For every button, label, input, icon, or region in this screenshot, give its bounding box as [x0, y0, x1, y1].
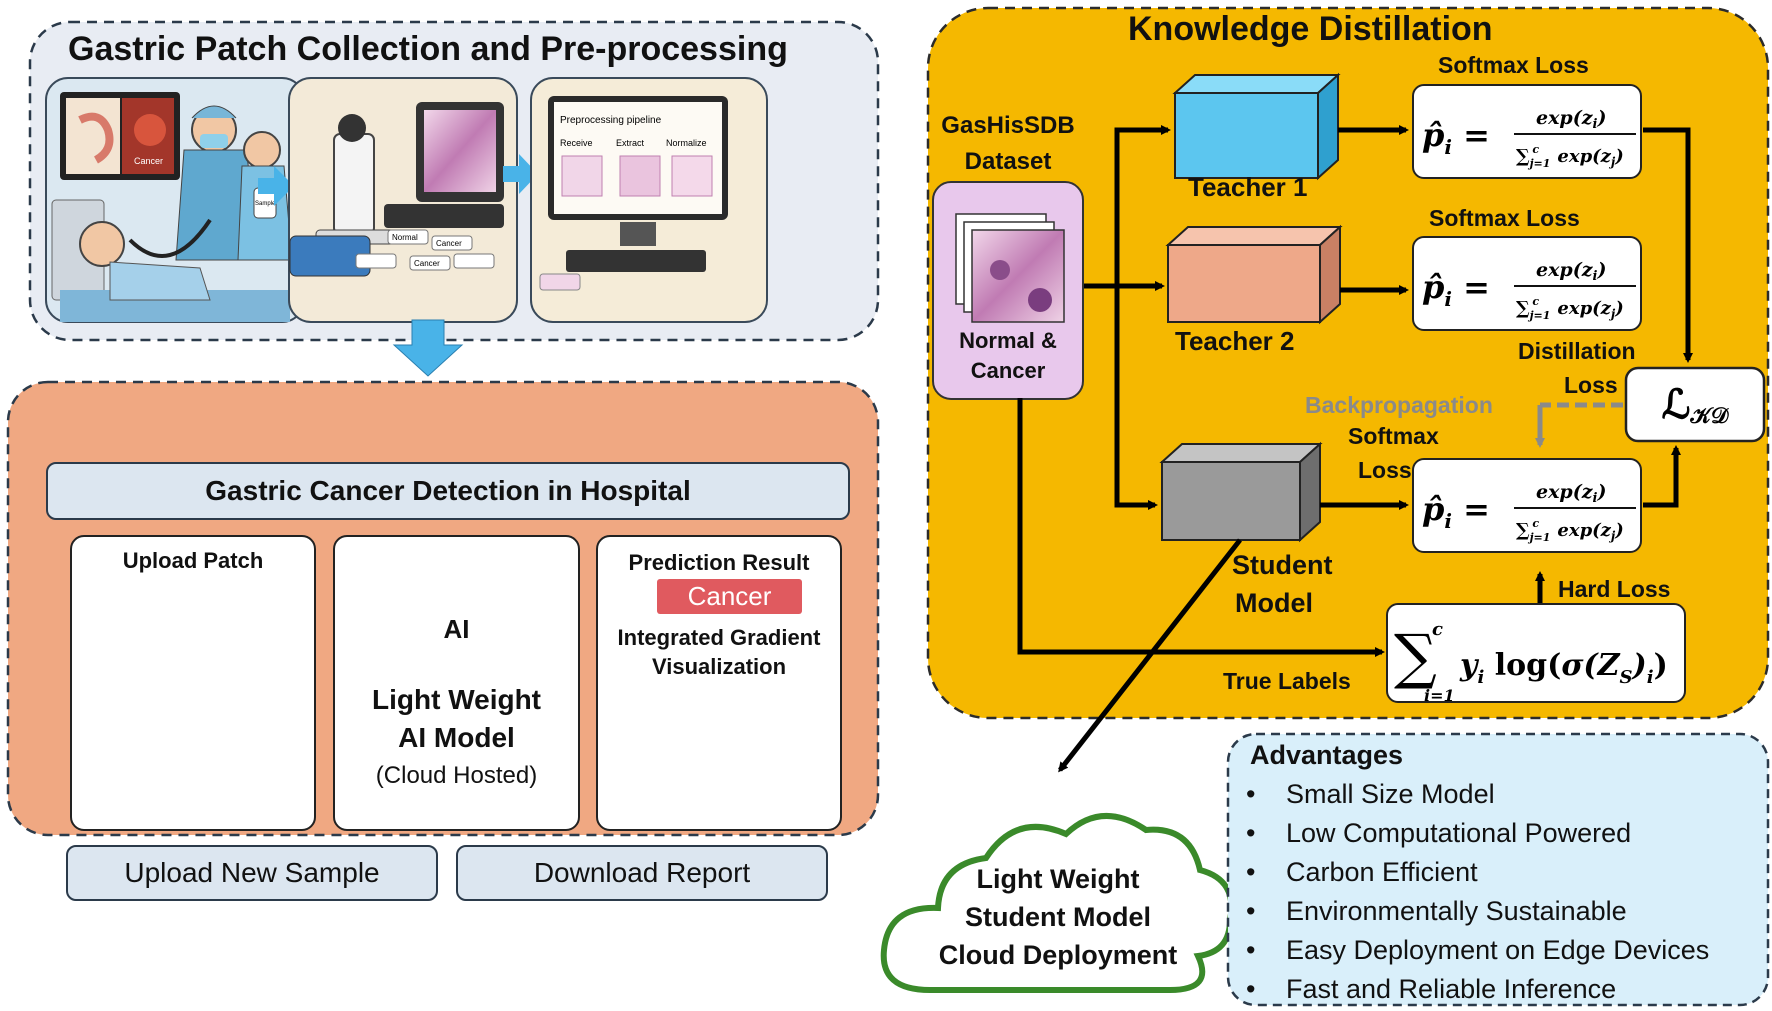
distillation-loss-line2: Loss — [1564, 372, 1618, 398]
scene-pipeline: Preprocessing pipeline Receive Extract N… — [530, 77, 768, 323]
softmax-formula-3-svg: p̂i = exp(zi) ∑j=1c exp(zj) — [1422, 481, 1636, 544]
backprop-label: Backpropagation — [1305, 392, 1493, 418]
advantages-title: Advantages — [1250, 740, 1404, 770]
scene2-slide-label-2: Cancer — [436, 239, 462, 248]
svg-text:∑j=1c exp(zj): ∑j=1c exp(zj) — [1516, 143, 1624, 170]
hard-loss-formula: ∑ c i=1 yi log(σ(ZS)i) — [1386, 603, 1686, 705]
scene3-step-receive: Receive — [560, 138, 593, 148]
cloud-line2: Student Model — [965, 902, 1151, 932]
model-title-line1: Light Weight — [372, 684, 541, 715]
prediction-badge-text: Cancer — [687, 581, 772, 611]
kd-title: Knowledge Distillation — [1128, 10, 1493, 48]
hospital-header: Gastric Cancer Detection in Hospital — [46, 462, 850, 520]
cloud-line3: Cloud Deployment — [938, 940, 1178, 970]
softmax-formula-1: p̂i = exp(zi) ∑j=1c exp(zj) — [1412, 84, 1642, 179]
scene3-step-normalize: Normalize — [666, 138, 707, 148]
collection-title: Gastric Patch Collection and Pre-process… — [68, 30, 788, 68]
svg-text:exp(zi): exp(zi) — [1536, 107, 1606, 132]
student-box — [1159, 441, 1323, 543]
upload-card — [70, 535, 316, 831]
backprop-arrow — [1535, 402, 1623, 448]
teacher-2-box — [1165, 224, 1343, 325]
svg-text:∑: ∑ — [1394, 622, 1437, 692]
advantage-item: Small Size Model — [1234, 775, 1764, 814]
scene2-slide-label-1: Normal — [392, 233, 418, 242]
dataset-label: Dataset — [964, 148, 1052, 175]
lkd-main: ℒ — [1661, 381, 1691, 428]
dataset-classes-line1: Normal & — [959, 328, 1057, 353]
distillation-loss-line1: Distillation — [1518, 338, 1636, 364]
model-subtitle: (Cloud Hosted) — [375, 762, 538, 789]
scene-endoscopy: Sample Cancer — [45, 77, 305, 323]
svg-text:∑j=1c exp(zj): ∑j=1c exp(zj) — [1516, 295, 1624, 322]
advantage-item: Fast and Reliable Inference — [1234, 970, 1764, 1009]
student-label-line2: Model — [1235, 588, 1313, 618]
deployment-cloud — [880, 813, 1235, 993]
softmax-formula-2: p̂i = exp(zi) ∑j=1c exp(zj) — [1412, 236, 1642, 331]
dataset-name: GasHisSDB — [941, 112, 1075, 139]
svg-text:c: c — [1432, 619, 1443, 640]
hard-loss-label: Hard Loss — [1558, 576, 1671, 602]
svg-text:p̂i =: p̂i = — [1422, 116, 1490, 159]
teacher-2-label: Teacher 2 — [1175, 326, 1295, 356]
scene-arrow-2 — [503, 154, 538, 194]
scene3-step-extract: Extract — [616, 138, 645, 148]
advantage-item: Environmentally Sustainable — [1234, 892, 1764, 931]
svg-text:∑j=1c exp(zj): ∑j=1c exp(zj) — [1516, 517, 1624, 544]
lkd-subscript: 𝒦𝒟 — [1690, 402, 1729, 429]
prediction-badge: Cancer — [657, 579, 802, 614]
ig-title-line2: Visualization — [651, 654, 787, 679]
ig-title-line1: Integrated Gradient — [617, 625, 821, 650]
student-label-line1: Student — [1232, 550, 1333, 580]
teacher-1-label: Teacher 1 — [1188, 172, 1308, 202]
upload-new-sample-button[interactable]: Upload New Sample — [66, 845, 438, 901]
scene1-jar-label: Sample — [255, 201, 276, 207]
down-arrow — [392, 319, 464, 377]
scene1-screen-label: Cancer — [134, 156, 163, 166]
advantage-item: Low Computational Powered — [1234, 814, 1764, 853]
svg-text:exp(zi): exp(zi) — [1536, 259, 1606, 284]
softmax-loss-2: Softmax Loss — [1429, 205, 1580, 231]
hard-loss-formula-svg: ∑ c i=1 yi log(σ(ZS)i) — [1394, 619, 1668, 705]
softmax-loss-3-line1: Softmax — [1348, 423, 1439, 449]
prediction-title: Prediction Result — [628, 550, 810, 575]
svg-text:exp(zi): exp(zi) — [1536, 481, 1606, 506]
svg-text:i=1: i=1 — [1424, 686, 1455, 705]
advantage-item: Carbon Efficient — [1234, 853, 1764, 892]
lkd-symbol: ℒ 𝒦𝒟 — [1626, 368, 1764, 441]
advantage-item: Easy Deployment on Edge Devices — [1234, 931, 1764, 970]
model-card — [333, 535, 580, 831]
svg-text:p̂i =: p̂i = — [1422, 490, 1490, 533]
dataset-image — [971, 229, 1065, 323]
upload-title: Upload Patch — [122, 548, 264, 573]
advantages-list: Small Size Model Low Computational Power… — [1234, 775, 1764, 1009]
model-title-line2: AI Model — [398, 722, 515, 753]
cloud-line1: Light Weight — [976, 864, 1140, 894]
svg-text:yi log(σ(ZS)i): yi log(σ(ZS)i) — [1459, 648, 1668, 688]
download-report-button[interactable]: Download Report — [456, 845, 828, 901]
softmax-formula-2-svg: p̂i = exp(zi) ∑j=1c exp(zj) — [1422, 259, 1636, 322]
ai-icon-text: AI — [443, 614, 470, 644]
softmax-formula-1-svg: p̂i = exp(zi) ∑j=1c exp(zj) — [1422, 107, 1636, 170]
dataset-classes-line2: Cancer — [970, 358, 1046, 383]
scene2-slide-label-3: Cancer — [414, 259, 440, 268]
softmax-formula-3: p̂i = exp(zi) ∑j=1c exp(zj) — [1412, 458, 1642, 553]
svg-text:p̂i =: p̂i = — [1422, 268, 1490, 311]
scene-arrow-1 — [258, 166, 294, 206]
scene-microscope: Normal Cancer Cancer — [288, 77, 518, 323]
softmax-loss-1: Softmax Loss — [1438, 52, 1589, 78]
scene3-title: Preprocessing pipeline — [560, 115, 662, 126]
softmax-loss-3-line2: Loss — [1358, 457, 1412, 483]
teacher-1-box — [1172, 72, 1341, 181]
kd-arrows — [1017, 125, 1693, 773]
lkd-box — [1624, 366, 1766, 443]
true-labels-label: True Labels — [1223, 668, 1351, 694]
